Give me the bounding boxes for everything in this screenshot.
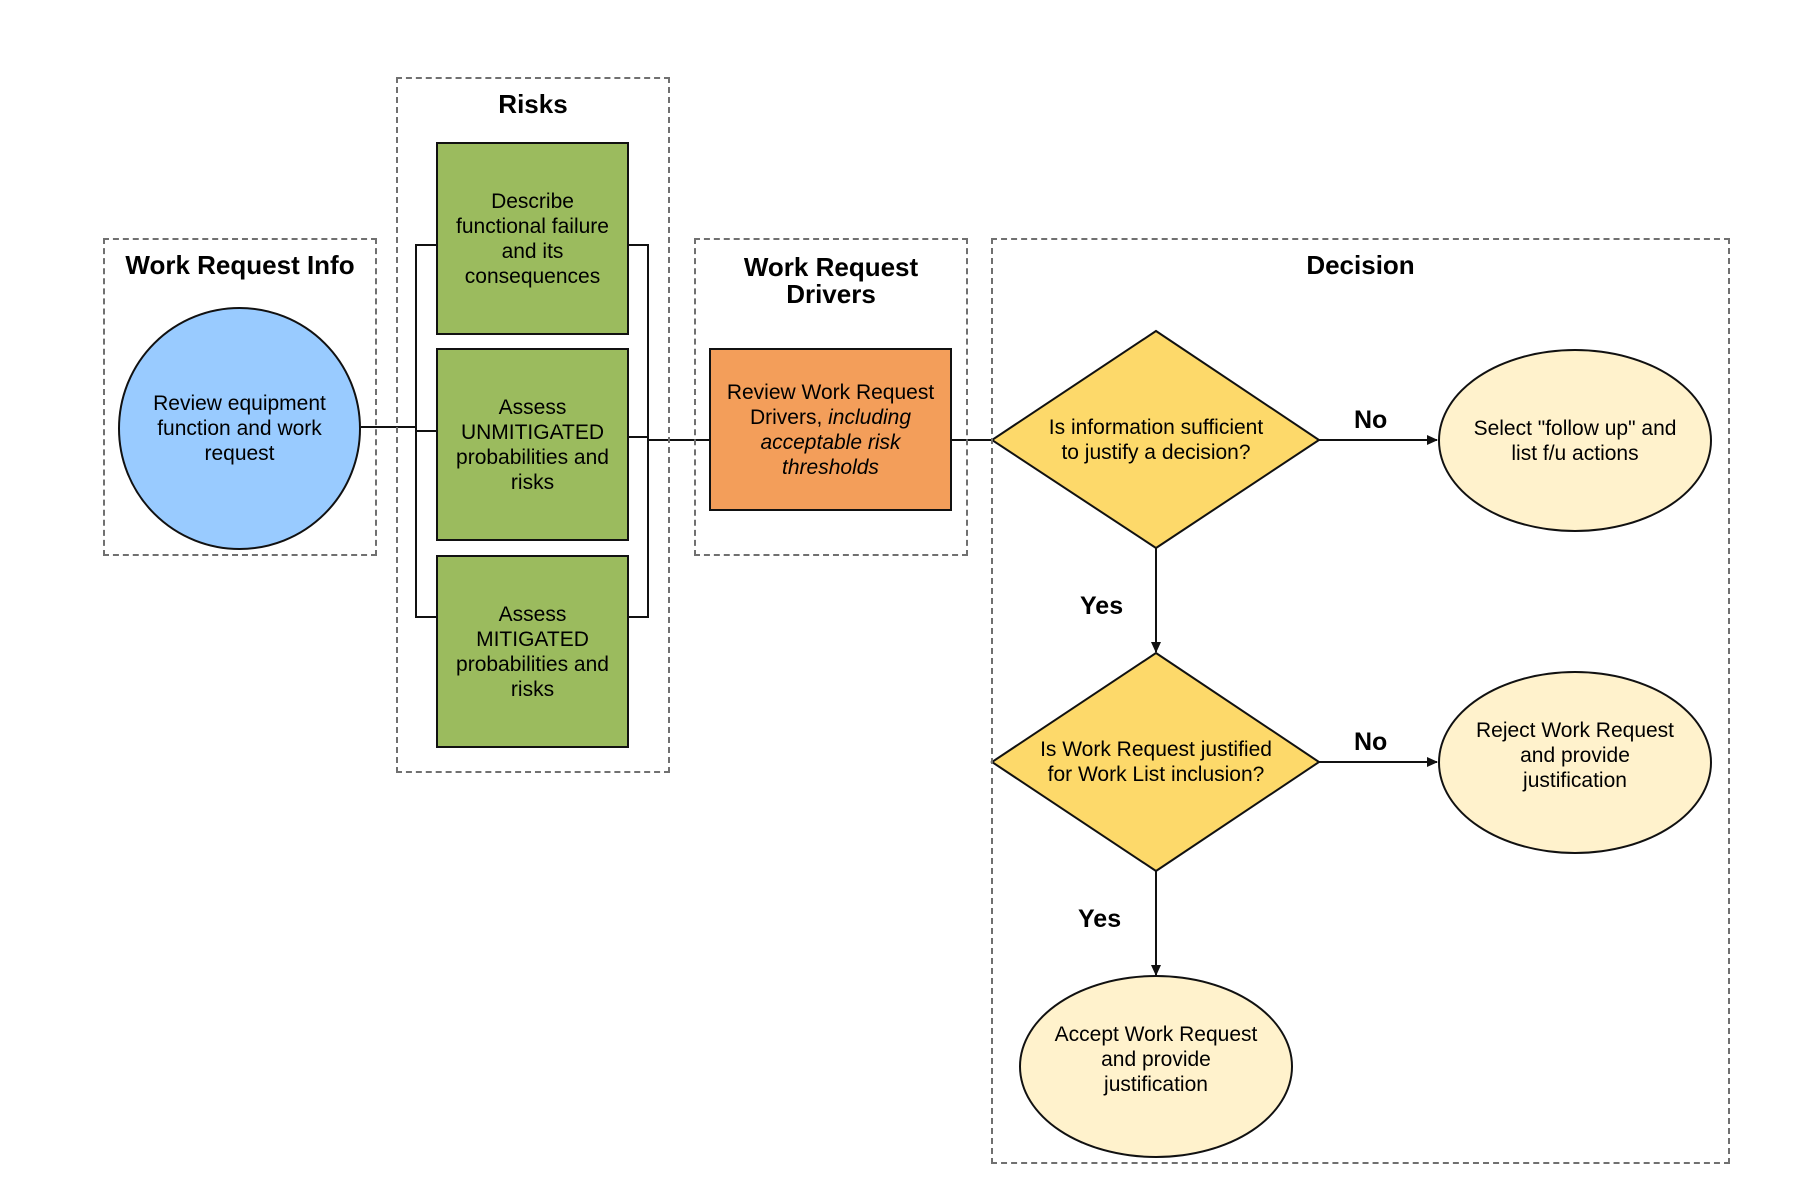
node-text: and provide [1520,744,1630,767]
node-text: risks [510,677,555,701]
review-drivers-node: Review Work Request Drivers, including a… [709,348,952,511]
lane-title-drivers: Work Request Drivers [696,254,966,308]
node-text-mixed: Drivers, including [727,405,934,430]
decision-diamond-justified [990,651,1321,873]
node-text: risks [510,470,555,494]
node-text: consequences [464,264,601,288]
node-text: probabilities and [456,445,609,469]
node-text-italic: including [828,405,912,429]
node-text: Assess [498,395,567,419]
node-text: justification [1523,769,1627,792]
node-text: function and work [157,417,322,440]
decision-justified-text: Is Work Request justified for Work List … [1020,722,1292,802]
edge-label-no-2: No [1354,728,1388,756]
node-text: and its [501,239,564,263]
lane-work-request-drivers: Work Request Drivers [694,238,968,556]
node-text-italic: thresholds [782,455,879,479]
reject-node: Reject Work Request and provide justific… [1438,671,1712,854]
node-text: Assess [498,602,567,626]
node-text: MITIGATED [476,627,589,651]
decision-info-text: Is information sufficient to justify a d… [1020,400,1292,480]
lane-title-drivers-line1: Work Request [743,252,919,282]
assess-mitigated-node: Assess MITIGATED probabilities and risks [436,555,629,748]
decision-diamond-info [990,329,1321,550]
node-text: Review Work Request [726,380,935,404]
node-text: functional failure [456,214,609,238]
node-text: probabilities and [456,652,609,676]
edge-label-no-1: No [1354,406,1388,434]
lane-title-risks: Risks [498,89,568,119]
node-text-italic: acceptable risk [760,430,901,454]
lane-work-request-info: Work Request Info [103,238,377,556]
lane-title-decision: Decision [1306,250,1415,280]
accept-node: Accept Work Request and provide justific… [1019,975,1293,1158]
review-equipment-node: Review equipment function and work reque… [118,307,361,550]
node-text: request [204,442,275,465]
node-text: Accept Work Request [1054,1023,1258,1046]
edge-label-yes-2: Yes [1078,905,1122,933]
node-text: Is Work Request justified [1040,738,1272,761]
lane-title-info: Work Request Info [125,250,355,280]
node-text: list f/u actions [1511,441,1639,465]
node-text: Review equipment [153,392,326,415]
risks-right-bracket [628,244,649,618]
node-text: Describe [491,189,574,213]
node-text: for Work List inclusion? [1047,763,1265,786]
follow-up-node: Select "follow up" and list f/u actions [1438,349,1712,532]
node-text: Is information sufficient [1048,416,1264,439]
lane-title-drivers-line2: Drivers [786,279,876,309]
node-text: and provide [1101,1048,1211,1071]
node-text: Select "follow up" and [1473,416,1677,440]
describe-failure-node: Describe functional failure and its cons… [436,142,629,335]
lane-decision: Decision [991,238,1730,1164]
assess-unmitigated-node: Assess UNMITIGATED probabilities and ris… [436,348,629,541]
node-text: to justify a decision? [1061,441,1251,464]
node-text: UNMITIGATED [460,420,605,444]
node-text: Drivers, [749,405,829,429]
node-text: justification [1104,1073,1208,1096]
edge-label-yes-1: Yes [1080,592,1124,620]
node-text: Reject Work Request [1475,719,1675,742]
lane-risks: Risks [396,77,670,773]
